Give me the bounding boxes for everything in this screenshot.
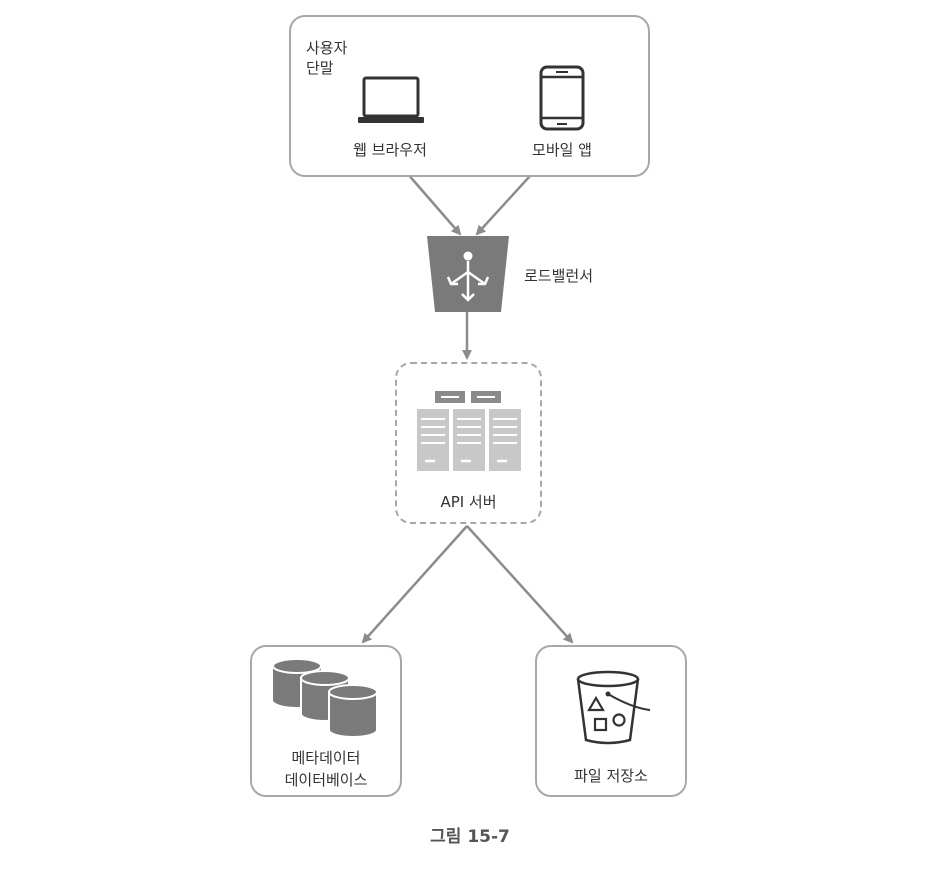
arrow-api-to-db <box>361 525 468 644</box>
mobile-app-label: 모바일 앱 <box>532 141 592 159</box>
file-storage-group <box>535 645 687 797</box>
file-storage-label: 파일 저장소 <box>574 767 648 785</box>
metadata-db-label-line1: 메타데이터 <box>291 749 361 767</box>
arrow-api-to-storage <box>466 525 574 644</box>
client-devices-group <box>289 15 650 177</box>
load-balancer-label: 로드밸런서 <box>524 267 594 285</box>
api-server-label: API 서버 <box>440 493 497 511</box>
metadata-db-label-line2: 데이터베이스 <box>284 771 368 789</box>
web-browser-label: 웹 브라우저 <box>353 141 427 159</box>
storage-bucket-icon <box>576 670 651 745</box>
mobile-phone-icon <box>539 65 585 131</box>
laptop-icon <box>358 76 424 123</box>
client-group-label-line2: 단말 <box>306 59 334 77</box>
load-balancer-icon <box>427 236 509 312</box>
figure-caption: 그림 15-7 <box>430 827 510 847</box>
server-rack-icon <box>417 391 521 471</box>
database-icon <box>272 658 378 738</box>
client-group-label-line1: 사용자 <box>306 39 348 57</box>
